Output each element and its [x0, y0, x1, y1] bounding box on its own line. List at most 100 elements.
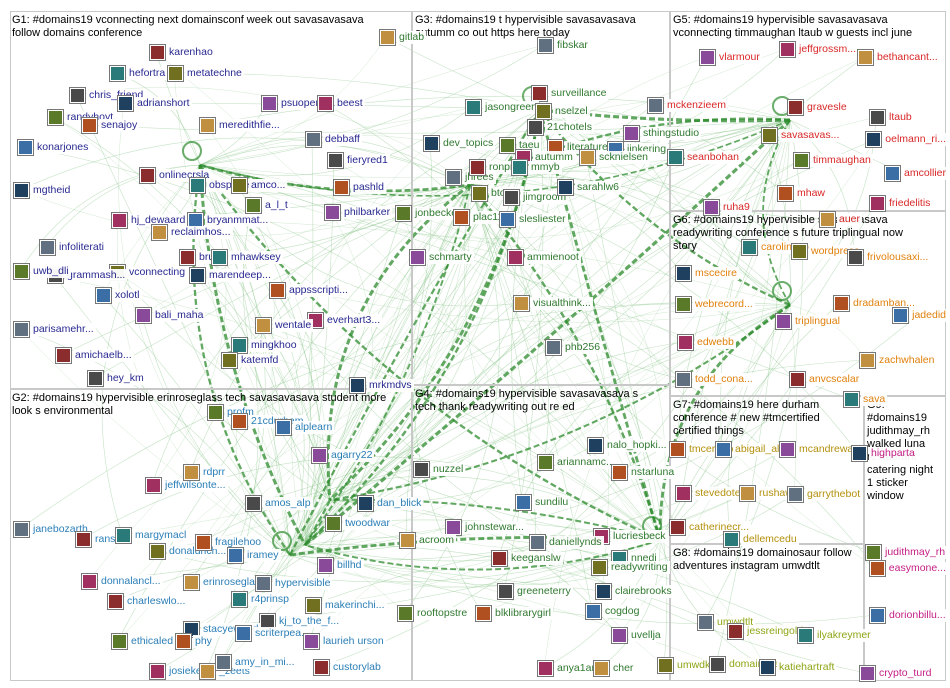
node-g4-12[interactable]: greeneterry [498, 583, 573, 599]
node-g6-4[interactable]: webrecord... [676, 296, 755, 312]
node-g2-18[interactable]: hypervisible [256, 575, 333, 591]
node-g5-2[interactable]: bethancant... [858, 49, 940, 65]
node-g8-1[interactable]: jessreingold [728, 623, 806, 639]
node-g4-15[interactable]: blklibrarygirl [476, 605, 554, 621]
node-g3-24[interactable]: visualthink... [514, 295, 593, 311]
node-g2-5[interactable]: rdprr [184, 464, 228, 480]
node-g2-13[interactable]: fragilehoo [196, 534, 264, 550]
node-g1-25[interactable]: mhawksey [212, 249, 283, 265]
node-g6-2[interactable]: frivolousaxi... [848, 249, 931, 265]
node-g5-10[interactable]: mhaw [778, 185, 828, 201]
node-g2-30[interactable]: amy_in_mi... [216, 654, 297, 670]
node-g3-19[interactable]: jonbecker [396, 205, 463, 221]
node-g2-24[interactable]: ethicaled [112, 633, 176, 649]
node-g4-5[interactable]: johnstewar... [446, 519, 526, 535]
node-g2-31[interactable]: custorylab [314, 659, 383, 675]
node-g2-3[interactable]: agarry22 [312, 447, 375, 463]
node-g4-19[interactable]: cher [594, 660, 636, 676]
node-g4-8[interactable]: daniellynds [530, 534, 604, 550]
node-g6-3[interactable]: mscecire [676, 265, 740, 281]
node-g6-10[interactable]: todd_cona... [676, 371, 755, 387]
node-g6-12[interactable]: sava [844, 391, 888, 407]
node-g1-16[interactable]: mgtheid [14, 182, 73, 198]
node-g4-14[interactable]: rooftopstre [398, 605, 470, 621]
node-g1-28[interactable]: marendeep... [190, 267, 273, 283]
node-g6-11[interactable]: anvcscalar [790, 371, 862, 387]
node-g3-12[interactable]: scknielsen [580, 149, 651, 165]
node-g2-21[interactable]: makerinchi... [306, 597, 387, 613]
node-g2-15[interactable]: billhd [318, 557, 364, 573]
node-g2-10[interactable]: amos_alp [246, 495, 313, 511]
node-g3-7[interactable]: taeu [500, 137, 542, 153]
node-g1-32[interactable]: bali_maha [136, 307, 206, 323]
node-g7-7[interactable]: dellemcedu [724, 531, 799, 547]
node-g1-6[interactable]: senajoy [82, 117, 140, 133]
node-g9-2[interactable]: easymone... [869, 560, 948, 576]
node-g1-20[interactable]: philbarker [325, 204, 393, 220]
node-g5-11[interactable]: amcollier [884, 165, 948, 181]
node-g7-2[interactable]: mcandrewa [780, 441, 856, 457]
node-g3-15[interactable]: mmyb [512, 159, 562, 175]
node-g7-6[interactable]: catherinecr... [670, 519, 752, 535]
node-g4-16[interactable]: cogdog [586, 603, 642, 619]
node-g5-14[interactable]: auer [820, 211, 863, 227]
node-g2-25[interactable]: phy [176, 633, 214, 649]
node-g3-22[interactable]: schmarty [410, 249, 474, 265]
node-g3-21[interactable]: slesliester [500, 211, 568, 227]
node-g1-30[interactable]: appsscripti... [270, 282, 350, 298]
node-g2-20[interactable]: r4prinsp [232, 591, 291, 607]
node-g8-5[interactable]: katiehartraft [760, 659, 837, 675]
node-g4-13[interactable]: clairebrooks [596, 583, 674, 599]
node-g1-10[interactable]: meredithfie... [200, 117, 282, 133]
node-g2-14[interactable]: iramey [228, 547, 281, 563]
node-g4-17[interactable]: uvellja [612, 627, 663, 643]
node-g1-22[interactable]: reclaimhos... [152, 224, 233, 240]
node-g6-9[interactable]: zachwhalen [860, 352, 937, 368]
node-g2-19[interactable]: charleswlo... [108, 593, 188, 609]
node-g9-0[interactable]: highparta [852, 445, 917, 461]
node-g2-4[interactable]: jeffwilsonte... [146, 477, 228, 493]
node-g5-6[interactable]: savasavas... [762, 127, 842, 143]
node-g5-7[interactable]: ltaub [870, 109, 914, 125]
node-g9-1[interactable]: judithmay_rh [866, 544, 948, 560]
node-g1-17[interactable]: a_l_t [246, 197, 290, 213]
node-g3-23[interactable]: ammienoot [508, 249, 581, 265]
node-g3-10[interactable]: sthingstudio [624, 125, 702, 141]
node-g1-34[interactable]: wentale [256, 317, 314, 333]
node-g4-1[interactable]: nalo_hopki... [588, 437, 669, 453]
node-g8-2[interactable]: ilyakreymer [798, 627, 873, 643]
node-g3-6[interactable]: dev_topics [424, 135, 496, 151]
node-g5-3[interactable]: mckenzieem [648, 97, 728, 113]
node-g1-14[interactable]: amco... [232, 177, 288, 193]
node-g1-38[interactable]: katemfd [222, 352, 281, 368]
node-g1-0[interactable]: karenhao [150, 44, 215, 60]
node-g5-5[interactable]: seanbohan [668, 149, 741, 165]
node-g1-1[interactable]: hefortra [110, 65, 168, 81]
node-g3-2[interactable]: surveillance [532, 85, 609, 101]
node-g1-18[interactable]: pashld [334, 179, 386, 195]
node-g1-39[interactable]: hey_km [88, 370, 146, 386]
node-g2-27[interactable]: laurieh urson [304, 633, 386, 649]
node-g1-40[interactable]: mrkmdvs [350, 377, 414, 393]
node-g2-8[interactable]: margymacl [116, 527, 189, 543]
node-g8-3[interactable]: umwdkc [658, 657, 718, 673]
node-g3-4[interactable]: nselzel [536, 103, 590, 119]
node-g9-4[interactable]: crypto_turd [860, 665, 934, 681]
node-g4-6[interactable]: lucriesbeck [594, 528, 668, 544]
node-g1-23[interactable]: infoliterati [40, 239, 106, 255]
node-g1-29[interactable]: uwb_dli [14, 263, 71, 279]
node-g2-2[interactable]: alplearn [276, 419, 335, 435]
node-g4-2[interactable]: ariannamc... [538, 454, 617, 470]
node-g1-19[interactable]: bryanmmat... [188, 212, 271, 228]
node-g5-0[interactable]: vlarmour [700, 49, 762, 65]
node-g5-12[interactable]: ruha9 [704, 199, 752, 215]
node-g2-16[interactable]: donnalancl... [82, 573, 163, 589]
node-g2-28[interactable]: josieke [150, 663, 204, 679]
node-g5-1[interactable]: jeffgrossm... [780, 41, 858, 57]
node-g3-25[interactable]: phb256 [546, 339, 603, 355]
node-g3-1[interactable]: fibskar [538, 37, 590, 53]
node-g4-4[interactable]: sundilu [516, 494, 571, 510]
node-g4-3[interactable]: nstarluna [612, 464, 677, 480]
node-g1-7[interactable]: konarjones [18, 139, 91, 155]
node-g2-9[interactable]: donaldrich... [150, 543, 229, 559]
